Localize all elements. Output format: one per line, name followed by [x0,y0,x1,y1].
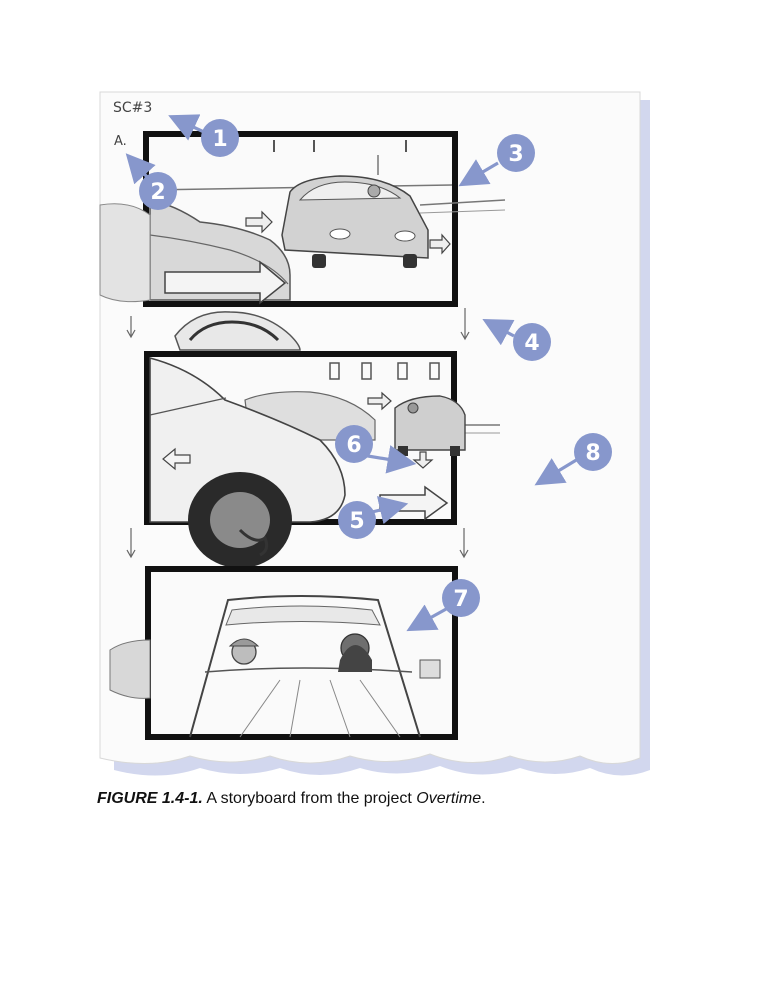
callout-badges: 1 2 3 4 5 6 7 8 [139,119,612,617]
callout-badge-2: 2 [139,172,177,210]
panel-2 [144,351,500,568]
callout-badge-8: 8 [574,433,612,471]
panel-1 [143,131,506,307]
svg-text:3: 3 [508,142,523,167]
svg-text:6: 6 [346,433,361,458]
caption-label: FIGURE 1.4-1. [97,790,203,807]
caption-end: . [481,790,486,807]
callout-arrows [125,114,579,632]
panel-3 [109,566,458,740]
svg-text:7: 7 [453,587,468,612]
svg-text:2: 2 [150,180,165,205]
caption-project-title: Overtime [416,790,482,807]
scene-label: SC#3 [113,100,152,116]
callout-badge-6: 6 [335,425,373,463]
figure-caption: FIGURE 1.4-1. A storyboard from the proj… [97,790,737,808]
transition-arrows [126,308,470,559]
callout-badge-3: 3 [497,134,535,172]
svg-text:5: 5 [349,509,364,534]
callout-badge-5: 5 [338,501,376,539]
svg-text:1: 1 [212,127,227,152]
callout-badge-7: 7 [442,579,480,617]
caption-text: A storyboard from the project [202,790,417,807]
svg-text:4: 4 [524,331,539,356]
shot-label: A. [114,134,127,149]
svg-text:8: 8 [585,441,600,466]
callout-badge-4: 4 [513,323,551,361]
car-sketch [281,175,429,268]
callout-badge-1: 1 [201,119,239,157]
